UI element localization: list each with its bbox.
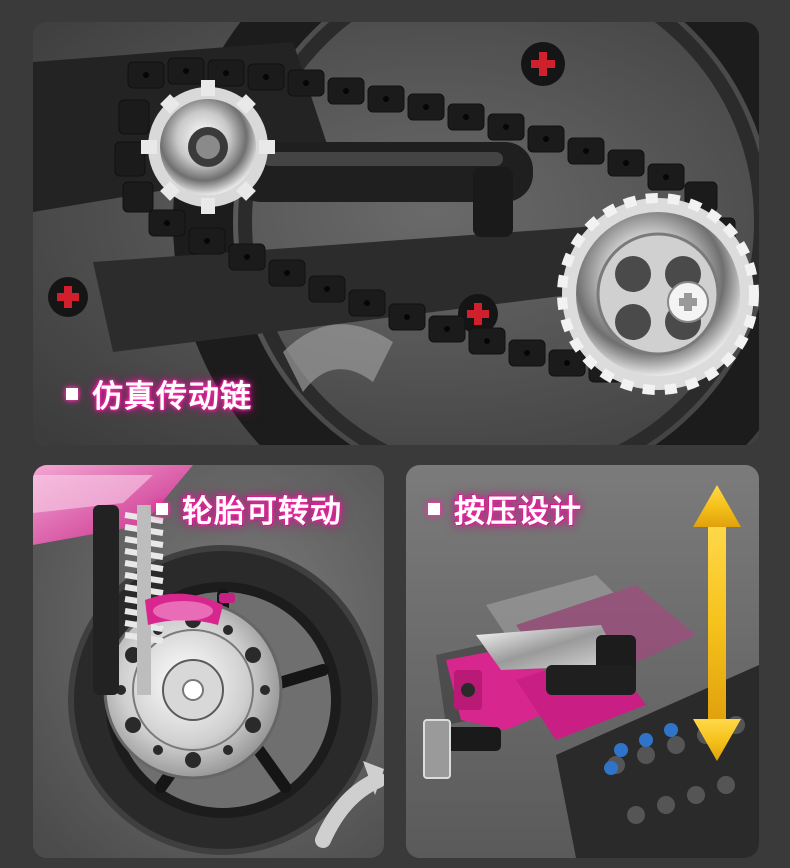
caption-chain: 仿真传动链	[66, 371, 252, 416]
brake-disc	[103, 600, 283, 780]
small-sprocket	[141, 80, 275, 214]
square-bullet-icon	[428, 502, 440, 515]
press-mechanism-illustration	[406, 465, 759, 858]
caption-chain-text: 仿真传动链	[92, 379, 252, 415]
front-wheel-illustration	[33, 465, 384, 858]
chain-panel: 仿真传动链	[33, 22, 759, 445]
press-panel: 按压设计	[406, 465, 759, 858]
curved-arrow-icon	[315, 761, 384, 848]
chain-drive-illustration	[33, 22, 759, 445]
double-arrow-icon	[693, 485, 741, 761]
red-axle-pin-icon	[521, 42, 565, 86]
caption-press-text: 按压设计	[454, 494, 582, 530]
square-bullet-icon	[66, 387, 78, 400]
tire-panel: 轮胎可转动	[33, 465, 384, 858]
caption-tire: 轮胎可转动	[156, 486, 342, 531]
caption-press: 按压设计	[428, 486, 582, 531]
square-bullet-icon	[156, 502, 168, 515]
large-sprocket	[557, 193, 759, 395]
caption-tire-text: 轮胎可转动	[182, 494, 342, 530]
